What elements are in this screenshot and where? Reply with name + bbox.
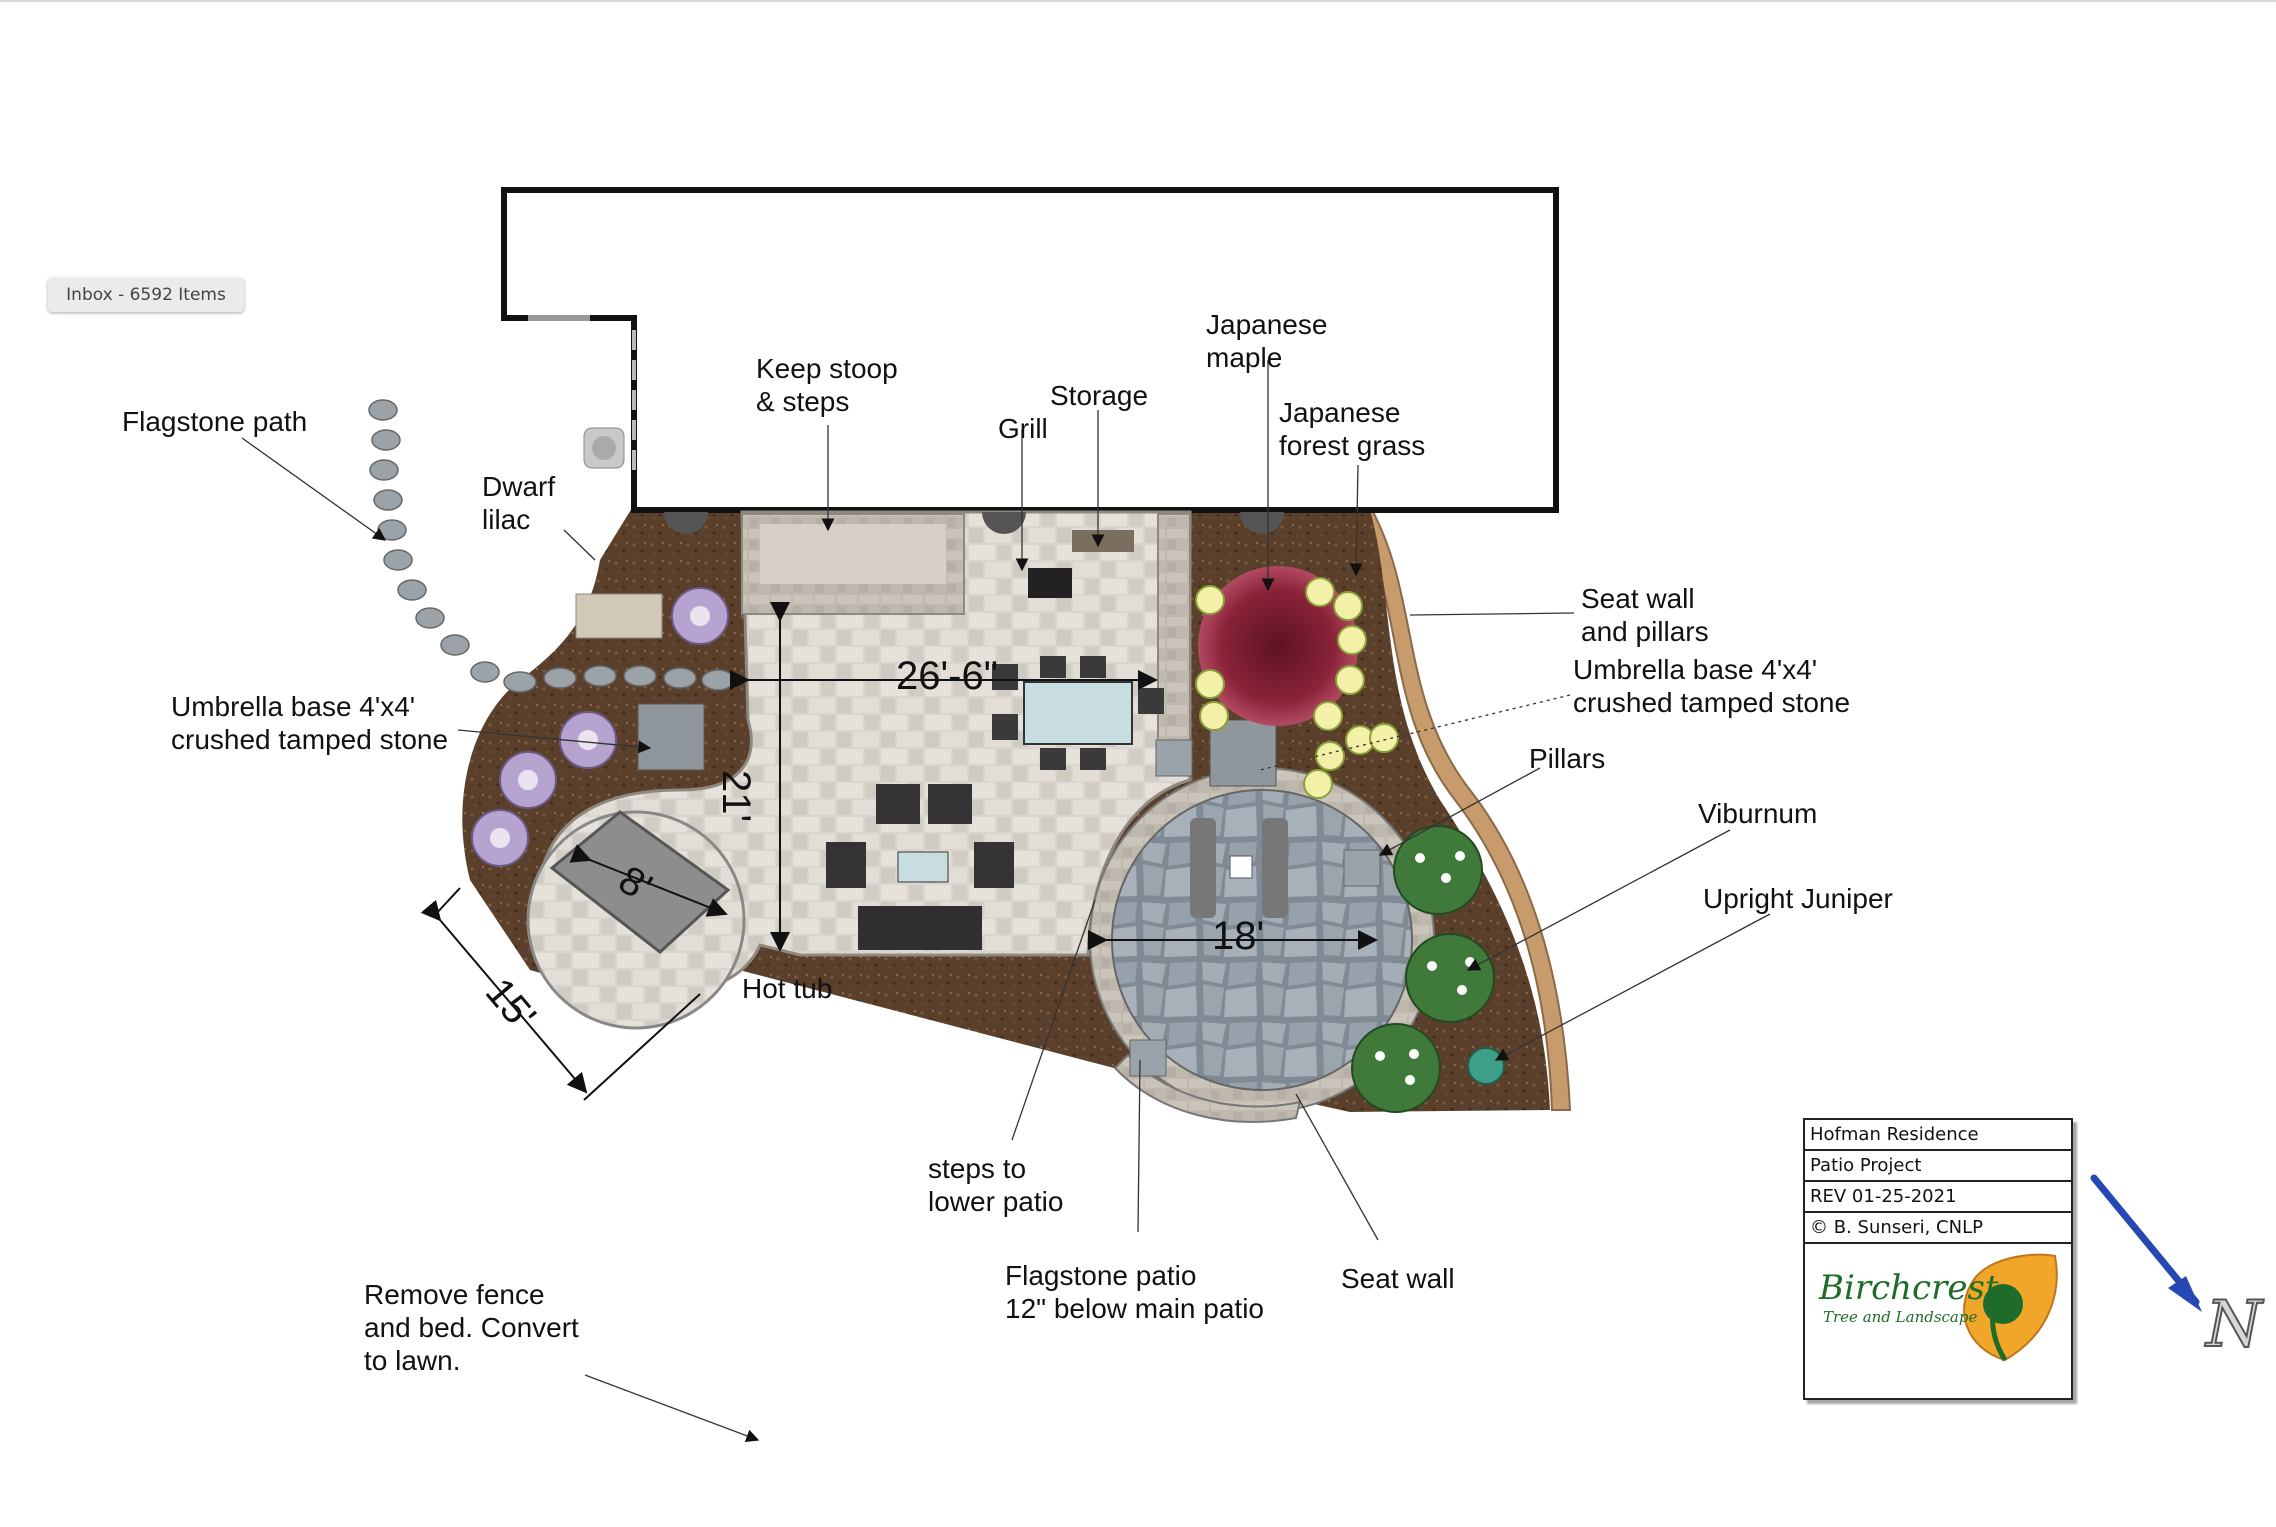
dimension-lower-patio: 18' xyxy=(1212,914,1265,958)
chaise xyxy=(1190,818,1216,918)
umbrella-base-right xyxy=(1209,719,1277,787)
umbrella-table xyxy=(575,593,663,639)
label-remove-fence: Remove fence and bed. Convert to lawn. xyxy=(364,1279,579,1376)
label-viburnum: Viburnum xyxy=(1698,798,1818,829)
birch-leaf-logo-icon xyxy=(1963,1253,2058,1362)
title-project: Patio Project xyxy=(1805,1151,2071,1182)
north-letter: N xyxy=(2205,1287,2263,1363)
pillar xyxy=(1129,1039,1167,1077)
title-revision: REV 01-25-2021 xyxy=(1805,1182,2071,1213)
chair xyxy=(1080,748,1106,770)
flagstone-path xyxy=(368,399,735,693)
grill-icon xyxy=(1028,568,1072,598)
title-block: Hofman Residence Patio Project REV 01-25… xyxy=(1803,1118,2073,1400)
top-border xyxy=(0,0,2276,2)
side-table xyxy=(1229,855,1253,879)
viburnum xyxy=(1351,825,1495,1113)
label-flagstone-path: Flagstone path xyxy=(122,406,308,437)
house-outline xyxy=(501,187,1559,513)
north-arrow-icon xyxy=(2090,1174,2202,1312)
umbrella-base-left xyxy=(637,703,705,771)
inbox-badge[interactable]: Inbox - 6592 Items xyxy=(48,278,244,312)
label-hot-tub: Hot tub xyxy=(742,973,833,1004)
chair xyxy=(1138,688,1164,714)
pillar xyxy=(1155,739,1193,777)
dining-table xyxy=(1023,681,1133,745)
seat-wall-main xyxy=(1157,513,1191,755)
logo-name: Birchcrest xyxy=(1819,1268,1999,1308)
dimension-lines xyxy=(420,602,1378,1101)
label-dwarf-lilac: Dwarf lilac xyxy=(482,471,556,535)
downspouts xyxy=(664,512,1284,534)
label-storage: Storage xyxy=(1050,380,1149,411)
chaise xyxy=(1262,818,1288,918)
coffee-table xyxy=(897,851,949,883)
label-umbrella-base-right: Umbrella base 4'x4' crushed tamped stone xyxy=(1573,654,1851,718)
lilac-blooms xyxy=(490,606,710,848)
upright-juniper xyxy=(1467,1047,1505,1085)
label-umbrella-base-left: Umbrella base 4'x4' crushed tamped stone xyxy=(171,691,449,755)
chair xyxy=(1040,748,1066,770)
dimension-width: 26'-6" xyxy=(896,654,998,698)
chair xyxy=(1040,656,1066,678)
pillar xyxy=(1343,849,1381,887)
leader-lines xyxy=(241,360,1771,1442)
label-upright-juniper: Upright Juniper xyxy=(1703,883,1893,914)
label-pillars: Pillars xyxy=(1529,743,1606,774)
label-keep-stoop: Keep stoop & steps xyxy=(756,353,898,417)
label-seat-wall: Seat wall xyxy=(1341,1263,1455,1294)
title-designer: © B. Sunseri, CNLP xyxy=(1805,1213,2071,1244)
chair xyxy=(1080,656,1106,678)
label-japanese-maple: Japanese maple xyxy=(1206,309,1328,373)
lounge-chair xyxy=(876,784,920,824)
logo-subtitle: Tree and Landscape xyxy=(1823,1308,1978,1326)
lounge-chair xyxy=(974,842,1014,888)
label-grill: Grill xyxy=(998,413,1048,444)
ac-fan-icon xyxy=(592,436,616,460)
lounge-chair xyxy=(928,784,972,824)
lounge-chair xyxy=(826,842,866,888)
sofa xyxy=(858,906,982,950)
storage-box xyxy=(1072,530,1134,552)
label-flagstone-patio: Flagstone patio 12" below main patio xyxy=(1005,1260,1264,1324)
label-steps-to-lower-patio: steps to lower patio xyxy=(928,1153,1064,1217)
dimension-depth: 21' xyxy=(714,770,758,823)
stoop-top xyxy=(760,524,946,584)
forest-grass xyxy=(1195,577,1399,799)
label-japanese-forest-grass: Japanese forest grass xyxy=(1279,397,1426,461)
title-client: Hofman Residence xyxy=(1805,1120,2071,1151)
label-seat-wall-pillars: Seat wall and pillars xyxy=(1581,583,1709,647)
chair xyxy=(992,714,1018,740)
